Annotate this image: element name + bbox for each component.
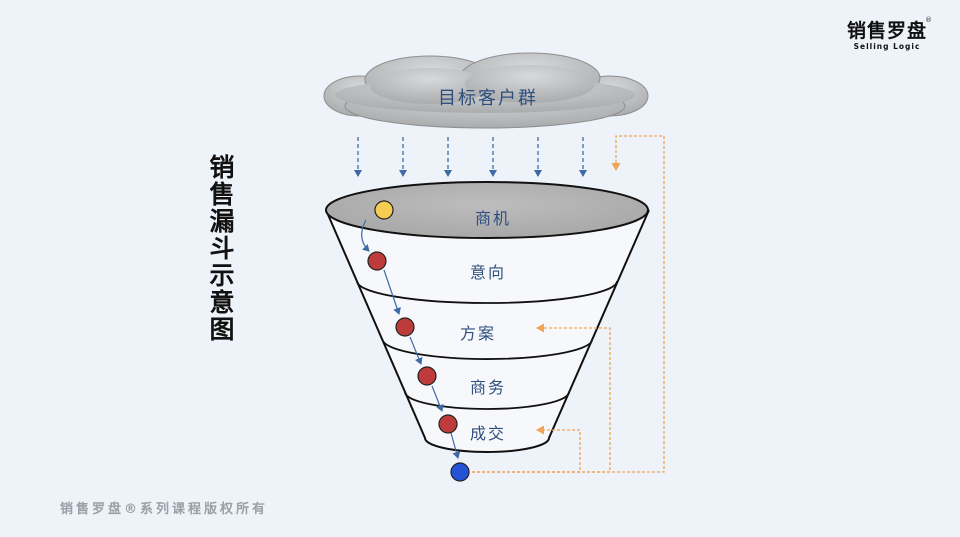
opportunity-ball-yellow <box>374 200 394 220</box>
opportunity-ball-red <box>438 414 458 434</box>
target-customer-cloud: 目标客户群 <box>323 52 649 129</box>
feedback-loop-to-solution <box>472 323 611 473</box>
progress-arrow <box>383 269 401 315</box>
funnel <box>325 181 650 453</box>
opportunity-balls <box>367 200 470 482</box>
progress-arrow <box>361 219 370 252</box>
feedback-loops <box>472 135 665 473</box>
stage-label: 商机 <box>475 209 511 228</box>
stage-label: 意向 <box>470 263 506 282</box>
logo-english: Selling Logic <box>853 42 921 51</box>
progress-arrows <box>361 219 461 459</box>
brand-logo: 销售罗盘 ® Selling Logic <box>842 16 932 51</box>
progress-arrow <box>431 385 444 412</box>
stage-labels: 商机 意向 方案 商务 成交 <box>460 209 511 443</box>
stage-divider <box>404 391 570 410</box>
logo-registered-mark: ® <box>925 16 932 24</box>
stage-label: 方案 <box>460 324 496 343</box>
stage-divider <box>382 340 593 360</box>
logo-chinese: 销售罗盘 <box>846 20 927 42</box>
progress-arrow <box>409 336 423 365</box>
inflow-arrows <box>354 137 587 177</box>
funnel-opening <box>325 181 649 239</box>
opportunity-ball-red <box>395 317 415 337</box>
feedback-loop-to-deal <box>472 425 581 473</box>
cloud-label: 目标客户群 <box>438 88 538 109</box>
opportunity-ball-blue <box>450 462 470 482</box>
progress-arrow <box>450 432 461 459</box>
copyright-footer: 销售罗盘®系列课程版权所有 <box>60 502 269 517</box>
opportunity-ball-red <box>417 366 437 386</box>
opportunity-ball-red <box>367 251 387 271</box>
slide-title: 销售漏斗示意图 <box>209 153 235 344</box>
stage-label: 成交 <box>470 424 506 443</box>
stage-label: 商务 <box>470 378 506 397</box>
stage-divider <box>356 280 618 304</box>
